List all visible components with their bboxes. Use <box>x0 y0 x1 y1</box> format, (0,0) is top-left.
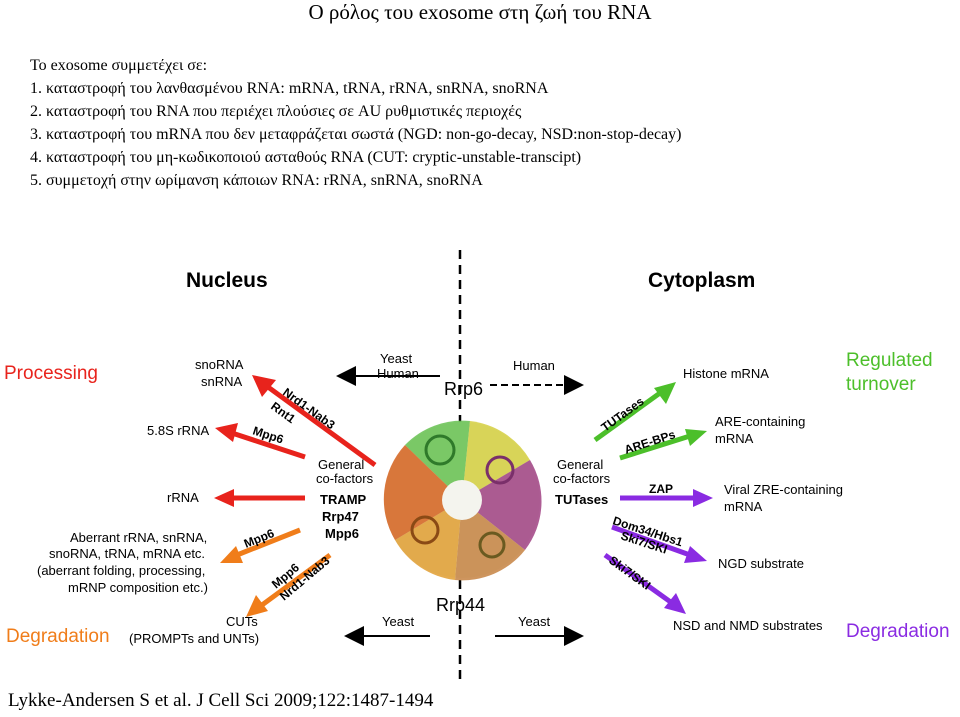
arrow-cuts <box>246 552 332 617</box>
bullet-list: Το exosome συμμετέχει σε: 1. καταστροφή … <box>30 54 681 192</box>
yeast-label-top: Yeast <box>380 351 412 366</box>
are-line-1: ARE-containing <box>715 414 805 429</box>
slide-title: Ο ρόλος του exosome στη ζωή του RNA <box>308 0 652 24</box>
degradation-left-label: Degradation <box>6 626 110 647</box>
human-label-top: Human <box>377 366 419 381</box>
bullet-1: 1. καταστροφή του λανθασμένου RNA: mRNA,… <box>30 80 549 97</box>
tramp-label: TRAMP <box>320 492 367 507</box>
aberrant-line-4: mRNP composition etc.) <box>68 580 208 595</box>
regulated-label-1: Regulated <box>846 350 933 371</box>
arrow-are <box>619 429 707 461</box>
histone-label: Histone mRNA <box>683 366 769 381</box>
degradation-right-label: Degradation <box>846 621 950 642</box>
cuts-sub-label: (PROMPTs and UNTs) <box>129 631 259 646</box>
arrow-zap <box>620 489 713 507</box>
arebps-arrow-label: ARE-BPs <box>623 427 678 457</box>
rrp6-label: Rrp6 <box>444 379 483 399</box>
human-label-right: Human <box>513 358 555 373</box>
aberrant-line-3: (aberrant folding, processing, <box>37 563 205 578</box>
cyt-cofactors-line-1: General <box>557 457 603 472</box>
citation: Lykke-Andersen S et al. J Cell Sci 2009;… <box>8 690 434 711</box>
rrp47-label: Rrp47 <box>322 509 359 524</box>
bullet-2: 2. καταστροφή του RNA που περιέχει πλούσ… <box>30 103 522 120</box>
tutases-cofactor-label: TUTases <box>555 492 608 507</box>
nsd-label: NSD and NMD substrates <box>673 618 823 633</box>
bullet-intro: Το exosome συμμετέχει σε: <box>30 57 208 74</box>
exosome-diagram: Nucleus Cytoplasm Processing Degradation… <box>4 250 950 685</box>
bullet-3: 3. καταστροφή του mRNA που δεν μεταφράζε… <box>30 126 682 143</box>
ngd-label: NGD substrate <box>718 556 804 571</box>
bullet-5: 5. συμμετοχή στην ωρίμανση κάποιων RNA: … <box>30 172 483 189</box>
arrow-aberrant <box>220 527 301 563</box>
snrna-label: snRNA <box>201 374 243 389</box>
arrow-rrna <box>214 489 305 507</box>
regulated-label-2: turnover <box>846 374 916 395</box>
nuc-cofactors-line-1: General <box>318 457 364 472</box>
aberrant-line-1: Aberrant rRNA, snRNA, <box>70 530 207 545</box>
nuc-cofactors-line-2: co-factors <box>316 471 374 486</box>
zap-label: ZAP <box>649 482 673 496</box>
exosome-structure-image <box>383 420 542 581</box>
arrow-ngd <box>611 524 707 563</box>
bullet-4: 4. καταστροφή του μη-κωδικοποιού ασταθού… <box>30 149 582 166</box>
tutases-arrow-label: TUTases <box>599 394 647 434</box>
ski7-label-b: Ski7/SKI <box>606 553 653 593</box>
arrow-histone <box>593 382 676 443</box>
arrow-58s-rrna <box>215 423 306 460</box>
rrp44-label: Rrp44 <box>436 595 485 615</box>
mpp6-cofactor-label: Mpp6 <box>325 526 359 541</box>
arrow-nsd <box>603 552 686 614</box>
cuts-label: CUTs <box>226 614 258 629</box>
cytoplasm-header: Cytoplasm <box>648 269 755 292</box>
snorna-label: snoRNA <box>195 357 244 372</box>
viral-line-1: Viral ZRE-containing <box>724 482 843 497</box>
aberrant-line-2: snoRNA, tRNA, mRNA etc. <box>49 546 205 561</box>
rrna-label: rRNA <box>167 490 199 505</box>
arrow-sno-snrna <box>252 375 377 468</box>
rrna-58s-label: 5.8S rRNA <box>147 423 209 438</box>
are-line-2: mRNA <box>715 431 754 446</box>
nucleus-header: Nucleus <box>186 269 268 292</box>
processing-label: Processing <box>4 363 98 384</box>
yeast-label-bottom-left: Yeast <box>382 614 414 629</box>
cyt-cofactors-line-2: co-factors <box>553 471 611 486</box>
viral-line-2: mRNA <box>724 499 763 514</box>
yeast-label-bottom-right: Yeast <box>518 614 550 629</box>
